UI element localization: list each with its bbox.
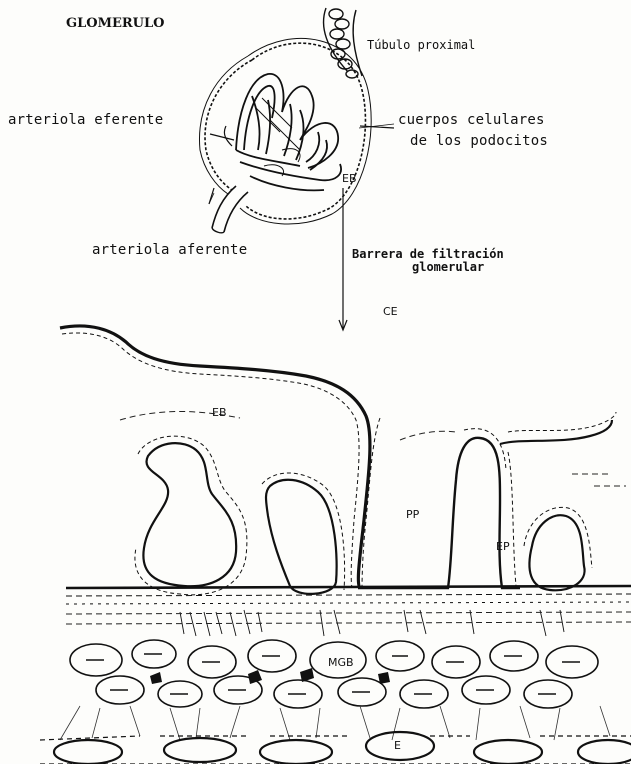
foot-process-right	[358, 438, 520, 588]
label-glomerular: glomerular	[412, 260, 484, 274]
endothelium-fibrils	[60, 706, 610, 740]
filtration-barrier	[40, 326, 631, 764]
pedicel-3	[529, 515, 584, 590]
label-tubulo-proximal: Túbulo proximal	[367, 38, 475, 52]
label-ce: CE	[383, 305, 398, 318]
label-de-los-podocitos: de los podocitos	[410, 133, 548, 149]
erythrocyte-row	[54, 732, 631, 764]
label-ep: EP	[496, 540, 510, 553]
label-cuerpos-celulares: cuerpos celulares	[398, 112, 545, 128]
label-pp: PP	[406, 508, 419, 521]
diagram-title: GLOMERULO	[66, 16, 164, 31]
pedicel-1	[143, 443, 236, 586]
label-arteriola-aferente: arteriola aferente	[92, 242, 247, 258]
label-eb-small: EB	[342, 172, 357, 185]
epithelial-surface	[60, 326, 370, 588]
label-e: E	[394, 739, 401, 752]
basal-cell-layer	[70, 640, 598, 708]
label-barrera-filtracion: Barrera de filtración	[352, 247, 504, 261]
pointer-lines	[209, 124, 394, 330]
pedicel-2	[266, 480, 337, 594]
glomerulus-sketch	[199, 8, 371, 233]
proximal-tubule	[323, 8, 362, 78]
capillary-tuft	[236, 74, 341, 191]
label-eb: EB	[212, 406, 227, 419]
label-mgb: MGB	[326, 656, 356, 669]
afferent-arteriole	[212, 186, 248, 232]
label-arteriola-eferente: arteriola eferente	[8, 112, 163, 128]
